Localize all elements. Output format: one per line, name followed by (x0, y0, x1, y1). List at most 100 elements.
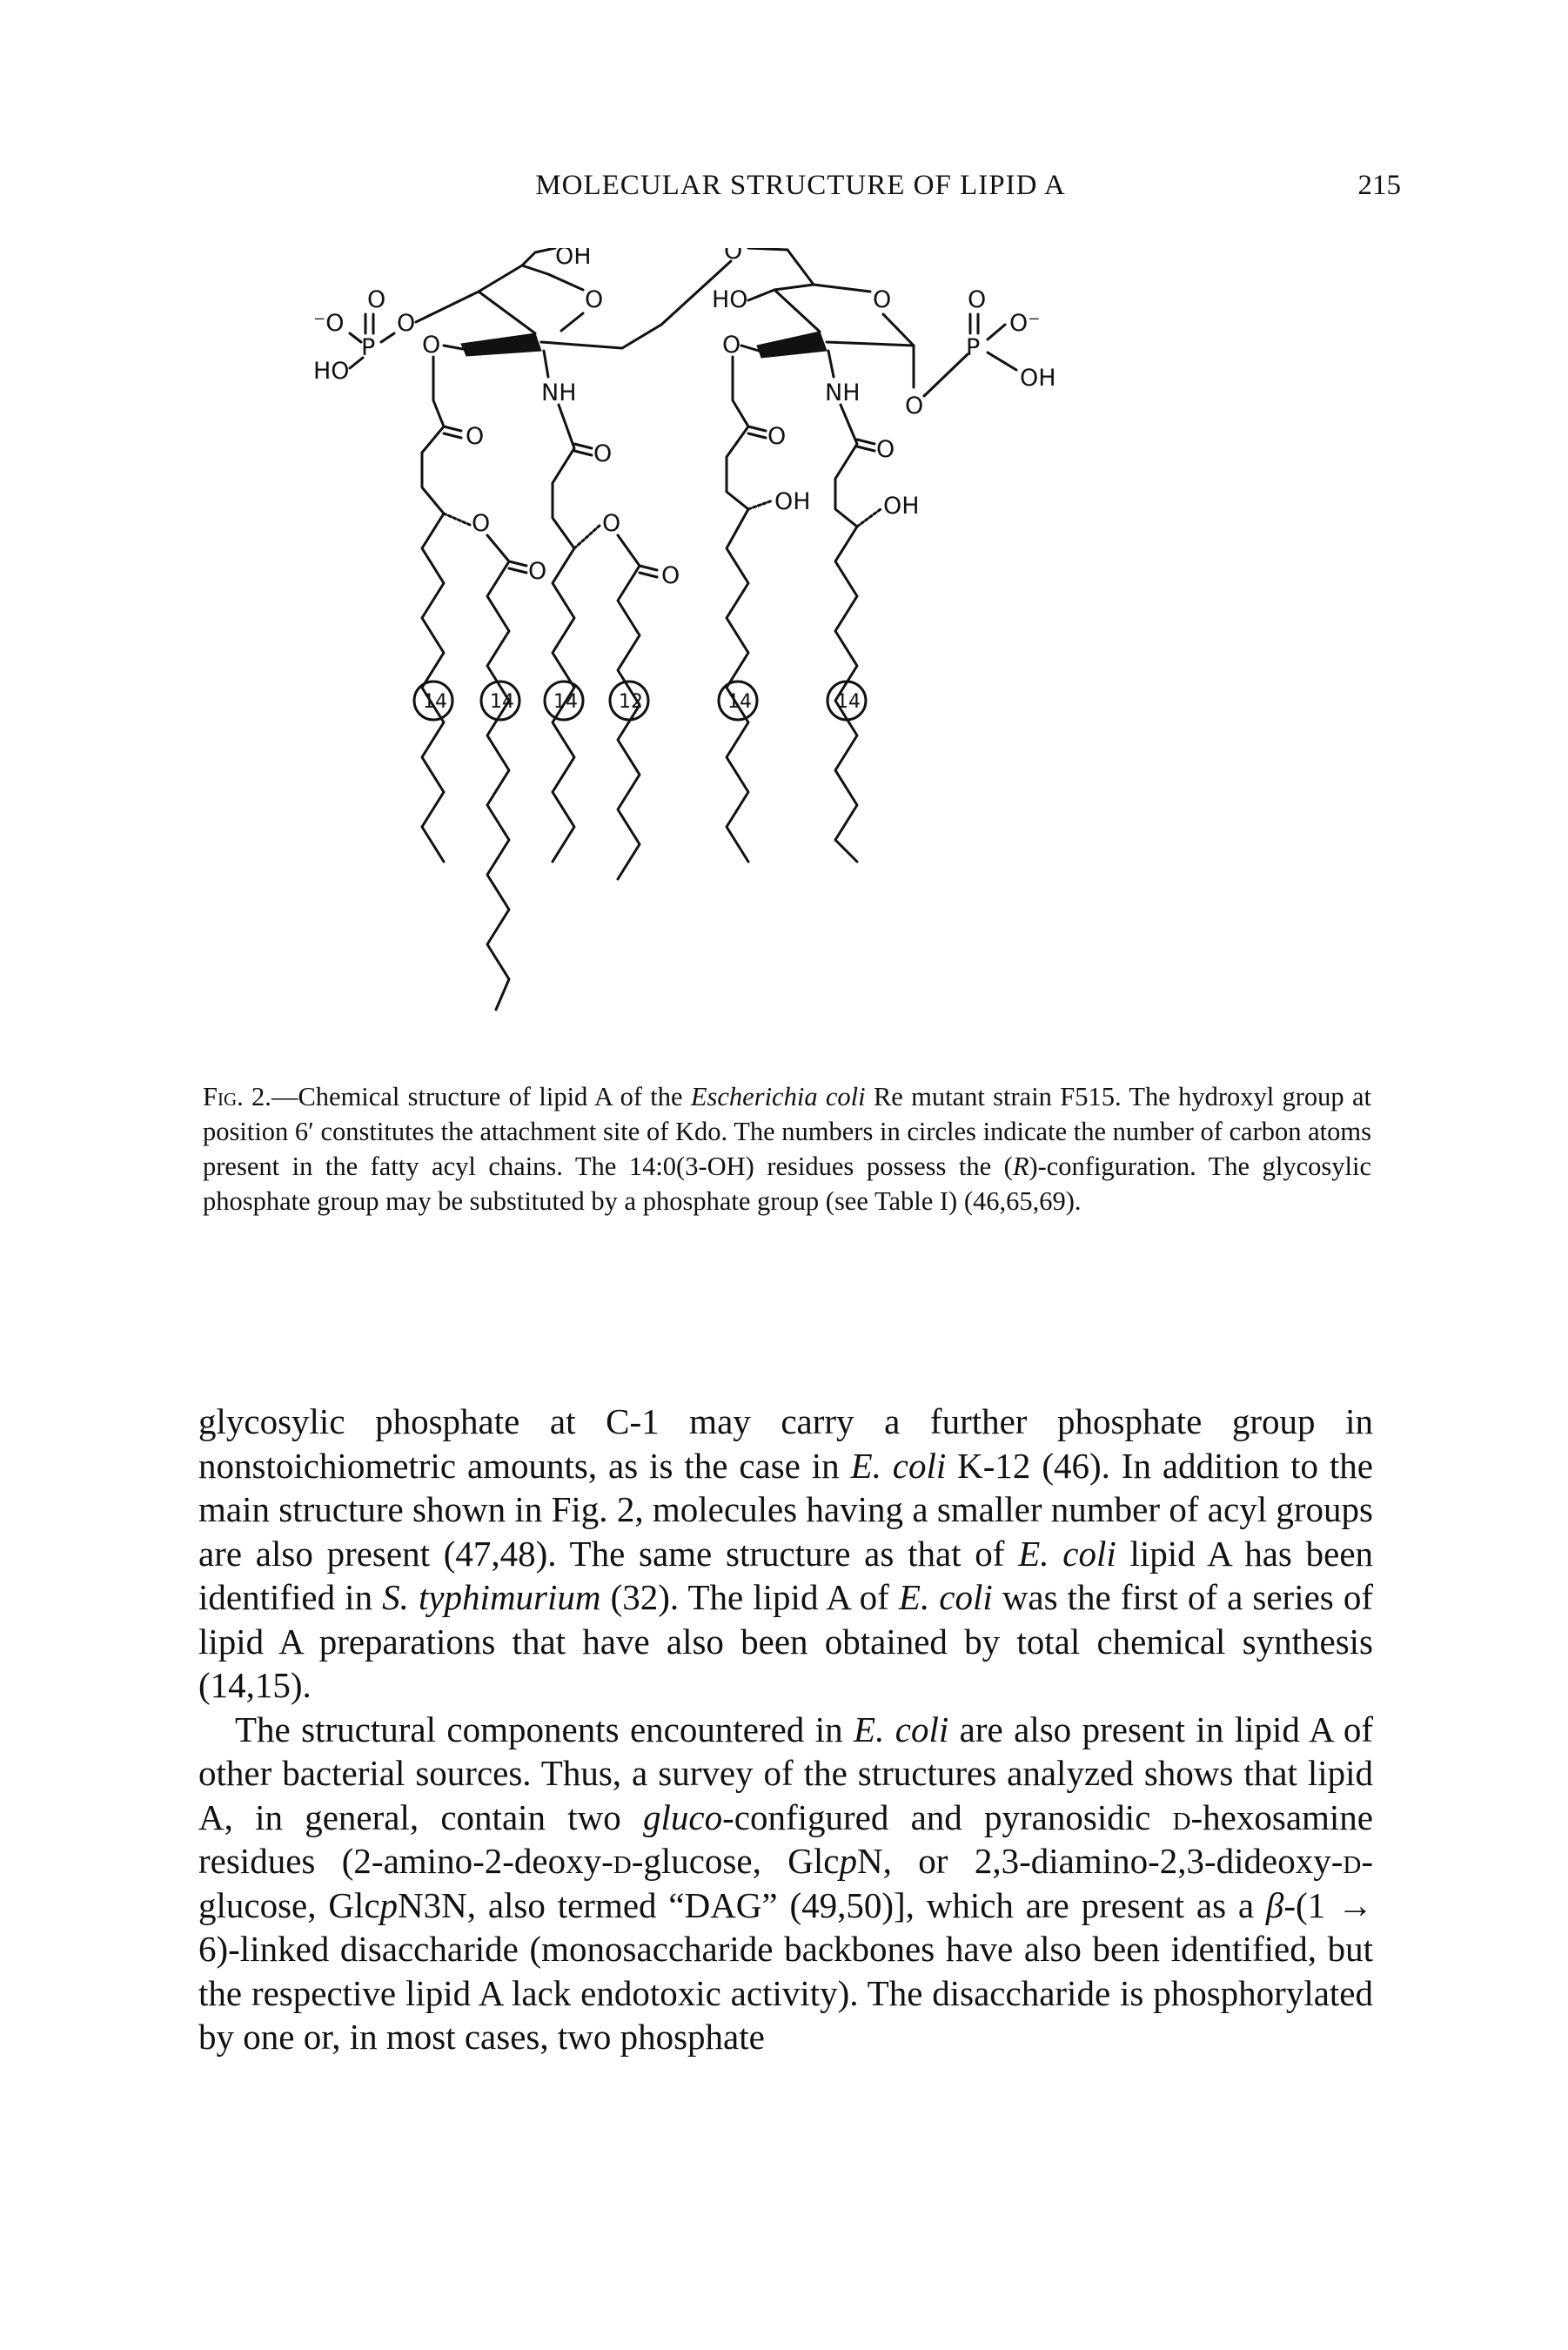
bond (812, 283, 872, 293)
atom-secondary-carbonyl-o-1: O (528, 558, 546, 585)
bond (546, 272, 585, 292)
text-run: N, or 2,3-diamino-2,3-dideoxy- (856, 1841, 1344, 1881)
atom-ho-ring2: HO (712, 286, 748, 313)
bond (827, 349, 835, 379)
bond (348, 356, 365, 370)
paragraph-1: glycosylic phosphate at C-1 may carry a … (198, 1400, 1373, 1708)
chain-length-label-5: 14 (727, 691, 752, 713)
acyl-chain-6 (834, 403, 859, 863)
bond (539, 340, 624, 350)
bond-glycosidic (660, 259, 733, 326)
text-run: glycosylic phosphate at C-1 may carry a … (198, 1401, 1373, 1486)
atom-carbonyl-o-2: O (593, 440, 612, 467)
atom-nh-2: NH (825, 379, 861, 406)
atom-carbonyl-o-4: O (876, 436, 895, 463)
atom-p-left: P (361, 334, 375, 361)
acyl-chain-3-upper (551, 403, 576, 550)
chain-length-circle-5 (717, 680, 759, 722)
acyl-chain-1-upper (420, 355, 446, 515)
chain-length-label-1: 14 (423, 691, 447, 713)
species-name: S. typhimurium (382, 1577, 601, 1617)
bond-hash (855, 507, 882, 528)
bond (773, 283, 815, 292)
small-caps-d: d (1172, 1796, 1191, 1837)
atom-ho-left: HO (313, 358, 350, 385)
atom-carbonyl-o-3: O (767, 423, 786, 450)
bond (507, 567, 528, 574)
chain-length-circle-4 (608, 680, 650, 722)
paragraph-2: The structural components encountered in… (198, 1708, 1373, 2059)
bond (507, 560, 528, 567)
atom-o-ring2: O (873, 286, 891, 313)
acyl-chain-2 (486, 534, 511, 1011)
bond (638, 564, 659, 572)
bond (773, 288, 821, 333)
bond (573, 442, 593, 450)
species-name: E. coli (898, 1577, 993, 1617)
species-name: E. coli (1018, 1533, 1116, 1574)
chain-length-circle-1 (412, 680, 454, 722)
acyl-chain-1-lower (420, 512, 446, 863)
bond (740, 344, 761, 352)
bond (747, 425, 767, 433)
bond (573, 449, 593, 457)
text-run: N3N, also termed “DAG” (49,50)], which a… (398, 1884, 1266, 1925)
bond (747, 248, 789, 252)
atom-carbonyl-o-1: O (466, 423, 484, 450)
atom-o-ester-right: O (905, 393, 923, 420)
figure-label: Fig. 2. (203, 1082, 271, 1111)
atom-oh-top: OH (555, 248, 592, 270)
bond (747, 288, 776, 302)
atom-o-c3-2: O (722, 332, 740, 359)
figure-caption: Fig. 2.—Chemical structure of lipid A of… (203, 1079, 1371, 1219)
atom-hydroxy-oh-2: OH (883, 493, 920, 520)
bond (414, 290, 480, 324)
text-run: -glucose, Glc (631, 1841, 840, 1881)
text-run: lipid A has been identified in (198, 1533, 1374, 1618)
running-header: MOLECULAR STRUCTURE OF LIPID A 215 (200, 170, 1401, 213)
text-run: -(1 → 6)-linked disaccharide (monosaccha… (198, 1884, 1373, 2058)
text-run: -configured and pyranosidic (722, 1796, 1173, 1837)
bond (520, 264, 550, 276)
atom-o-ring1: O (585, 286, 603, 313)
bond (542, 349, 550, 379)
text-run: -glucose, Glc (198, 1841, 1374, 1925)
chain-length-circle-2 (479, 680, 521, 722)
bond (986, 351, 1018, 372)
atom-secondary-carbonyl-o-2: O (661, 562, 680, 589)
caption-config: R (1012, 1152, 1029, 1181)
atom-o-glyc: O (724, 248, 742, 265)
italic-term: gluco (643, 1796, 723, 1837)
bond (881, 312, 915, 347)
atom-o-minus-right: O⁻ (1009, 310, 1041, 337)
ring2-bold-edge (756, 331, 828, 359)
chain-length-label-2: 14 (490, 691, 514, 713)
caption-text: —Chemical structure of lipid A of the (271, 1082, 691, 1111)
text-run: (32). The lipid A of (600, 1577, 899, 1617)
atom-o-double-right: O (968, 286, 986, 313)
atom-acyloxy-o-1: O (472, 510, 490, 537)
bond-ch2oh (520, 248, 557, 267)
bond (855, 445, 876, 453)
body-text: glycosylic phosphate at C-1 may carry a … (198, 1400, 1373, 2059)
bond (348, 332, 363, 344)
bond-hash (442, 512, 472, 527)
bond (922, 352, 969, 398)
bond (855, 438, 876, 446)
atom-o-ester-left: O (397, 310, 415, 337)
bond (379, 332, 396, 344)
bond (786, 248, 815, 286)
atom-o-minus-left: ⁻O (313, 310, 345, 337)
page-number: 215 (1357, 170, 1402, 201)
bond (747, 432, 767, 440)
ring1-bold-edge (460, 332, 542, 357)
caption-text: )-configuration. The glycosylic phosphat… (203, 1152, 1371, 1216)
atom-p-right: P (966, 334, 980, 361)
chain-length-circle-3 (543, 680, 585, 722)
small-caps-d: d (1343, 1841, 1362, 1881)
caption-text: Re mutant strain F515. The hydroxyl grou… (203, 1082, 1371, 1181)
greek-beta: β (1265, 1884, 1284, 1925)
text-run: K-12 (46). In addition to the main struc… (198, 1445, 1373, 1574)
atom-nh-1: NH (541, 379, 577, 406)
chemical-structure-diagram: ⁻O O P O HO OH O O NH O HO (313, 248, 1056, 1011)
